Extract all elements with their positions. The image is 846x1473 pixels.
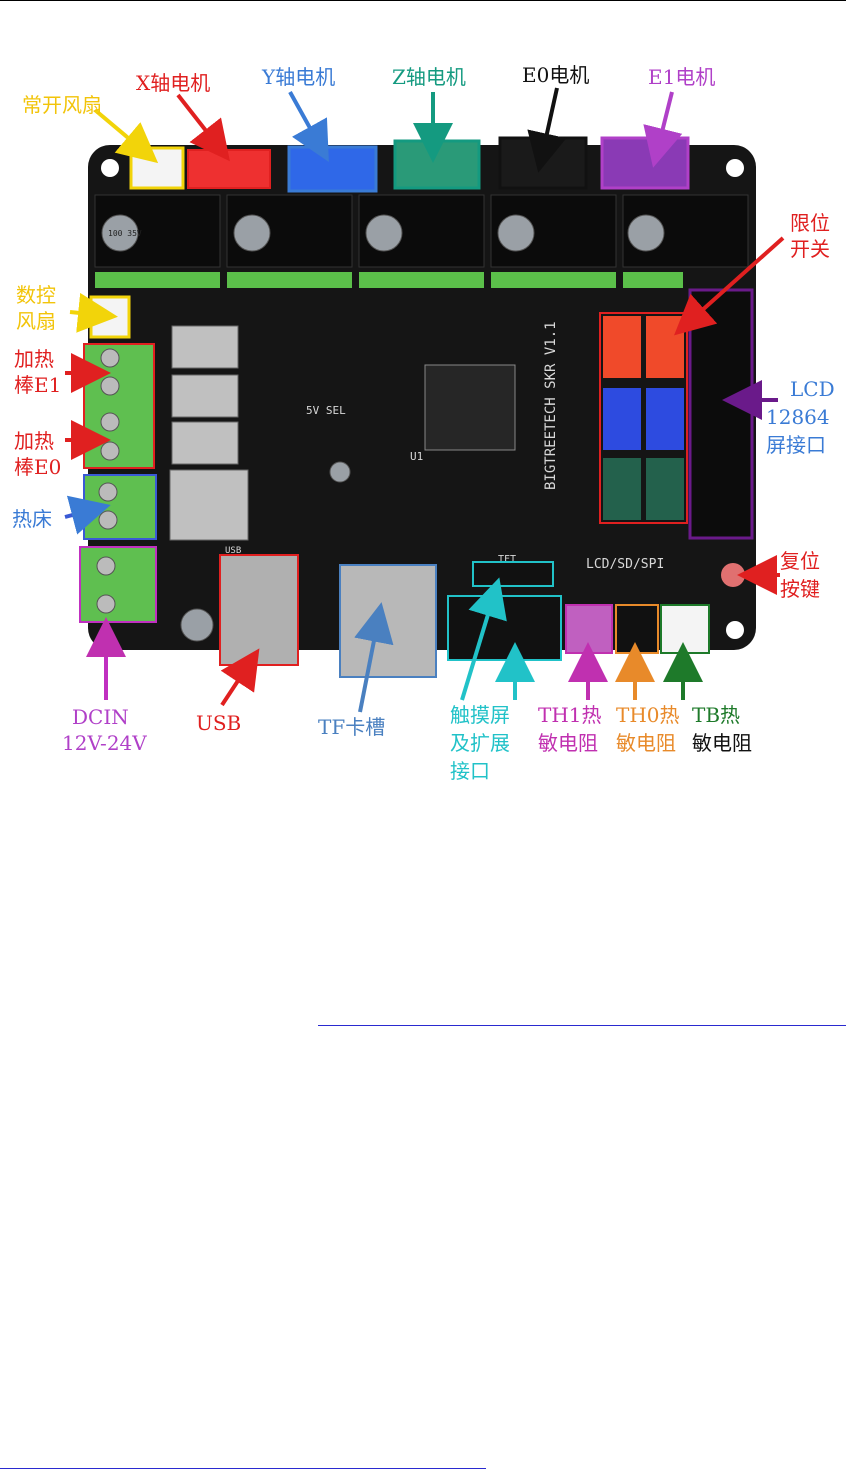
hotbed-terminal [84,475,156,539]
tf-slot [340,565,436,677]
label-dcin-2: 12V-24V [62,730,147,756]
usb-port [220,555,298,665]
label-heater-e1-1: 加热 [14,346,54,372]
label-touch-2: 及扩展 [450,730,510,756]
touch-ext-header [448,596,561,660]
label-tb-2: 敏电阻 [692,730,752,756]
label-touch-1: 触摸屏 [450,702,510,728]
label-e1-motor: E1电机 [648,64,715,90]
five-v-sel-label: 5V SEL [306,404,346,417]
link-underline[interactable] [318,1025,846,1026]
touch-header [473,562,553,586]
label-usb: USB [196,710,241,736]
reset-button [721,563,745,587]
label-cnc-fan-2: 风扇 [16,308,56,334]
label-reset-1: 复位 [780,548,820,574]
label-tb-1: TB热 [692,702,740,728]
u1-label: U1 [410,450,423,463]
label-z-motor: Z轴电机 [392,64,466,90]
label-heater-e0-2: 棒E0 [14,454,61,480]
dcin-terminal [80,547,156,622]
fan-always-connector [131,148,183,188]
label-touch-3: 接口 [450,758,490,784]
label-y-motor: Y轴电机 [262,64,335,90]
label-x-motor: X轴电机 [136,70,210,96]
y-motor-connector [289,147,376,191]
label-limit-switch-1: 限位 [790,210,830,236]
label-th1-2: 敏电阻 [538,730,598,756]
lcd-sd-spi-label: LCD/SD/SPI [586,557,664,572]
cap-label: 100 35V [108,229,142,238]
z-motor-connector [395,141,479,188]
label-lcd-2: 12864 [766,404,830,430]
mosfets [170,326,248,540]
label-th1-1: TH1热 [538,702,602,728]
label-lcd-3: 屏接口 [766,432,826,458]
label-cnc-fan-1: 数控 [16,282,56,308]
label-hot-bed: 热床 [12,506,52,532]
th0-connector [616,605,658,653]
board-figure: 100 35V U1 BIGTREETECH SKR V1.1 5V SEL L… [0,0,846,800]
mcu-chip [425,365,515,450]
e1-motor-connector [602,138,688,188]
label-th0-2: 敏电阻 [616,730,676,756]
x-motor-connector [188,150,270,188]
label-th0-1: TH0热 [616,702,680,728]
exp-headers [690,290,752,538]
label-reset-2: 按键 [780,576,820,602]
mount-hole [101,159,119,177]
mount-hole [726,159,744,177]
board-name: BIGTREETECH SKR V1.1 [543,321,559,490]
label-heater-e1-2: 棒E1 [14,372,61,398]
label-always-on-fan: 常开风扇 [22,92,102,118]
th1-connector [566,605,612,653]
label-e0-motor: E0电机 [522,62,589,88]
tb-connector [661,605,709,653]
cnc-fan-connector [91,297,129,337]
green-headers [95,272,683,288]
label-dcin-1: DCIN [72,704,129,730]
label-heater-e0-1: 加热 [14,428,54,454]
label-limit-switch-2: 开关 [790,236,830,262]
link-underline-bottom[interactable] [0,1468,486,1469]
mount-hole [726,621,744,639]
label-tf-slot: TF卡槽 [318,714,385,740]
label-lcd-1: LCD [790,376,835,402]
